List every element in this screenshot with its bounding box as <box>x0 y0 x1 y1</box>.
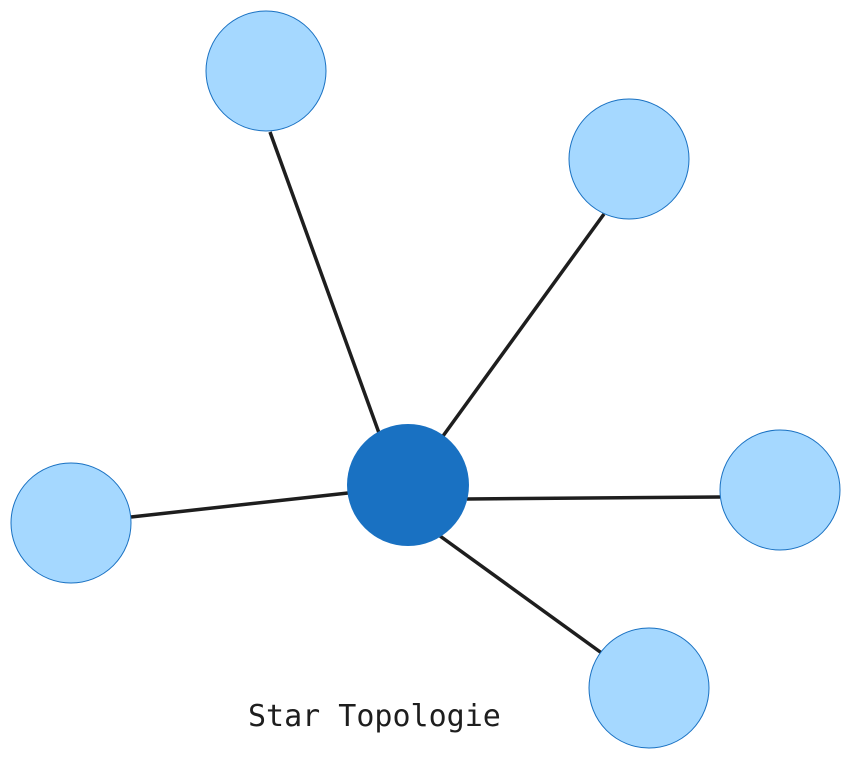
node-leaf-right <box>719 429 841 551</box>
link-hub-to-leaf-bottom-right <box>438 534 605 656</box>
link-hub-to-leaf-left <box>130 491 349 519</box>
link-hub-to-leaf-top-right <box>441 212 606 438</box>
node-leaf-bottom-right <box>588 627 710 749</box>
diagram-caption: Star Topologie <box>248 699 501 734</box>
node-leaf-top-right <box>568 98 690 220</box>
node-hub <box>347 424 469 546</box>
link-hub-to-leaf-top-left <box>268 131 381 434</box>
node-leaf-left <box>10 462 132 584</box>
nodes-layer <box>10 10 841 749</box>
node-leaf-top-left <box>205 10 327 132</box>
link-hub-to-leaf-right <box>466 495 721 501</box>
links-layer <box>130 131 721 656</box>
